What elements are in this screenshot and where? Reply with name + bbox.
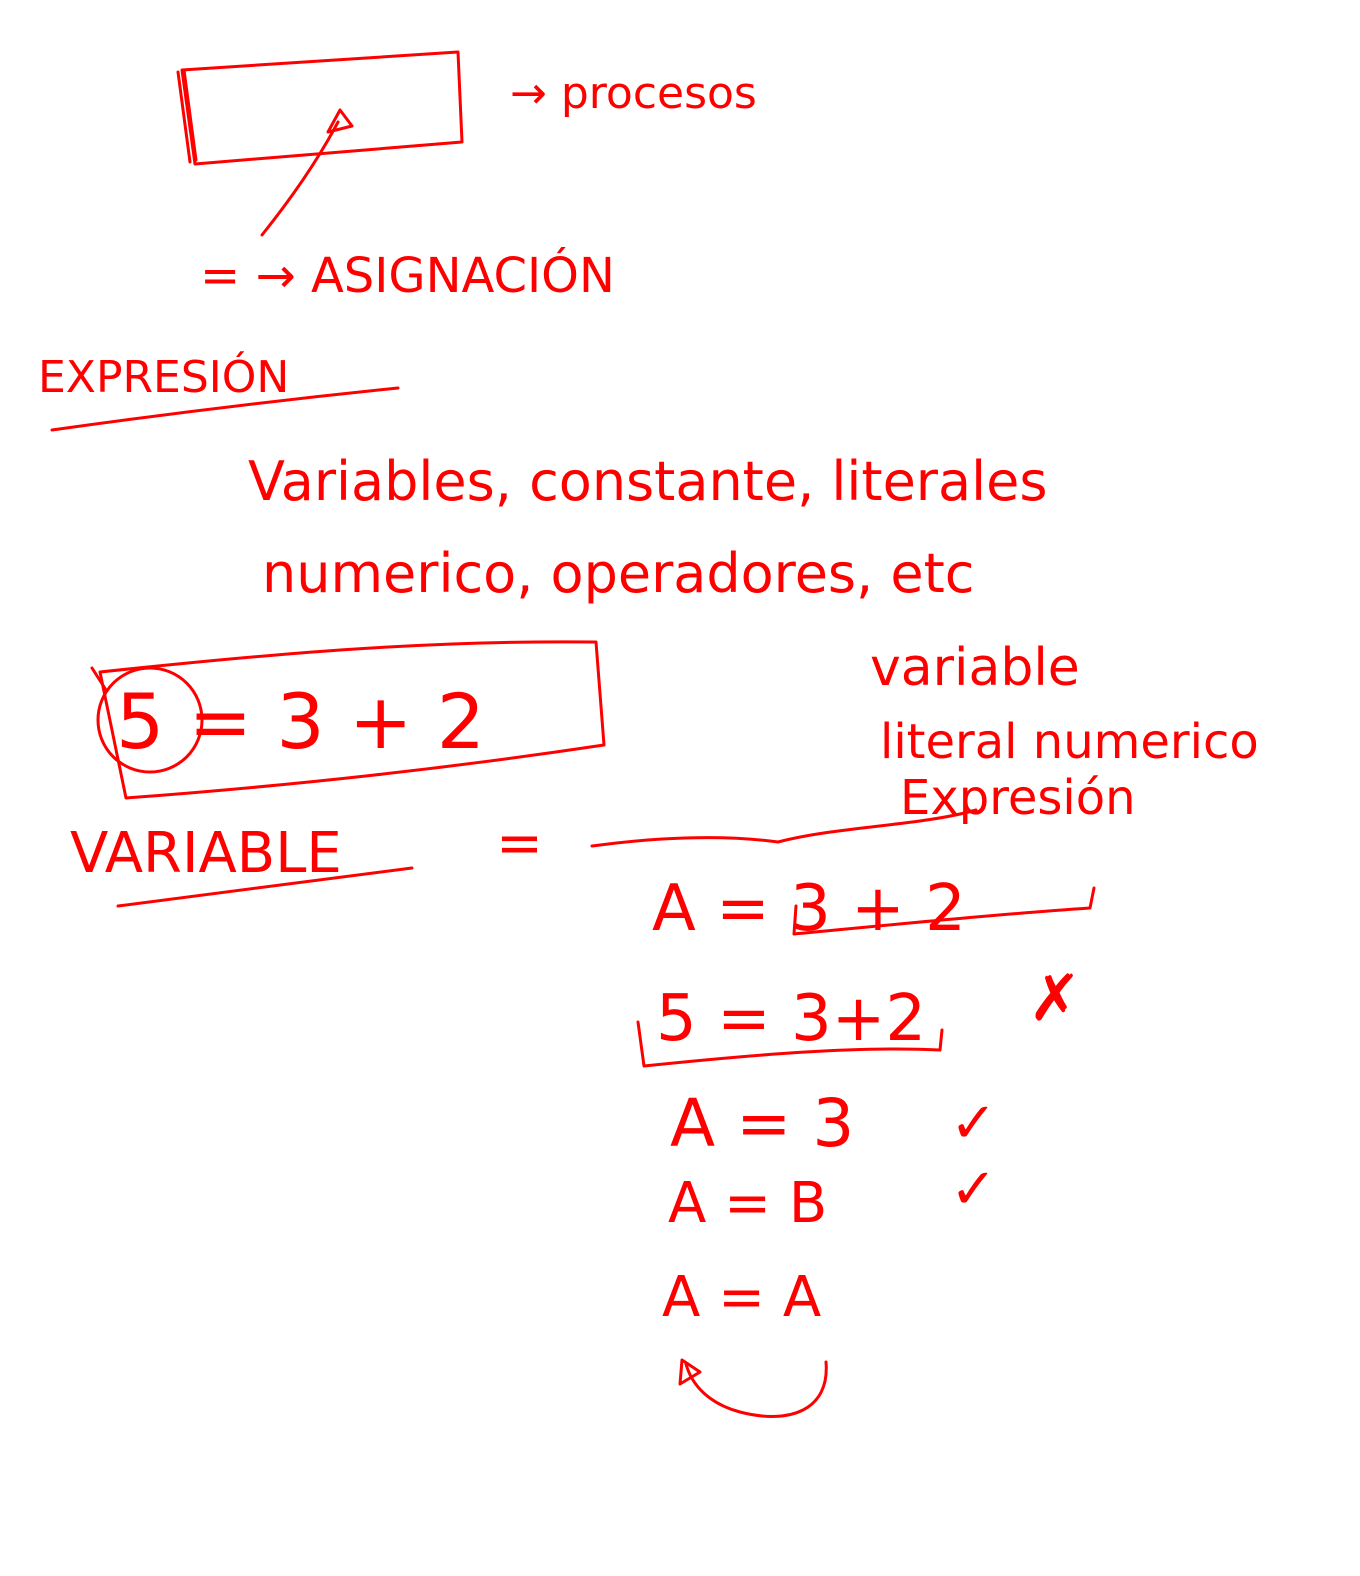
rule-row: A = 3 ✓ bbox=[670, 1085, 997, 1162]
assignment-pointer-arrow bbox=[260, 120, 340, 237]
expresion-line-1: Variables, constante, literales bbox=[248, 450, 1047, 513]
rule-expression: A = 3 bbox=[670, 1085, 854, 1162]
variable-underline bbox=[116, 866, 414, 908]
expresion-line-2: numerico, operadores, etc bbox=[262, 542, 974, 605]
check-icon: ✓ bbox=[950, 1157, 997, 1222]
process-rectangle-edge bbox=[176, 68, 198, 164]
arrowhead-icon bbox=[326, 108, 354, 134]
process-label: → procesos bbox=[510, 68, 757, 119]
rule-bracket bbox=[792, 886, 1096, 936]
rule-expression: A = B bbox=[668, 1171, 827, 1236]
expresion-heading: EXPRESIÓN bbox=[38, 350, 289, 403]
variable-equals: = bbox=[496, 811, 543, 876]
literal-note: literal numerico bbox=[880, 714, 1259, 770]
rule-row: A = B ✓ bbox=[668, 1157, 997, 1236]
variable-note: variable bbox=[870, 638, 1080, 698]
example-box bbox=[98, 640, 606, 800]
process-symbol bbox=[176, 50, 464, 237]
rules-list: A = 3 + 2 5 = 3+2 ✗ A = 3 ✓ A = B ✓ A = … bbox=[636, 872, 1096, 1418]
rule-bracket bbox=[636, 1020, 944, 1068]
process-rectangle bbox=[180, 50, 464, 166]
check-icon: ✓ bbox=[950, 1091, 997, 1156]
cross-icon: ✗ bbox=[1028, 962, 1082, 1036]
rule-row: A = 3 + 2 bbox=[652, 872, 1096, 946]
boxed-equation: 5 = 3 + 2 bbox=[116, 677, 485, 766]
arrowhead-icon bbox=[678, 1358, 702, 1386]
rule-row: 5 = 3+2 ✗ bbox=[636, 962, 1082, 1068]
rule-expression: 5 = 3+2 bbox=[656, 982, 926, 1056]
variable-circle bbox=[96, 666, 204, 774]
rule-expression: A = A bbox=[662, 1265, 821, 1330]
loop-arrow-icon bbox=[684, 1360, 828, 1418]
rule-row: A = A bbox=[662, 1265, 828, 1418]
rule-expression: A = 3 + 2 bbox=[652, 872, 966, 946]
example-box-tail bbox=[90, 666, 108, 692]
expression-brace bbox=[590, 808, 978, 848]
assignment-label: = → ASIGNACIÓN bbox=[200, 247, 615, 304]
variable-heading: VARIABLE bbox=[70, 821, 342, 886]
boxed-example: 5 = 3 + 2 bbox=[90, 640, 606, 800]
expresion-underline bbox=[50, 386, 400, 432]
